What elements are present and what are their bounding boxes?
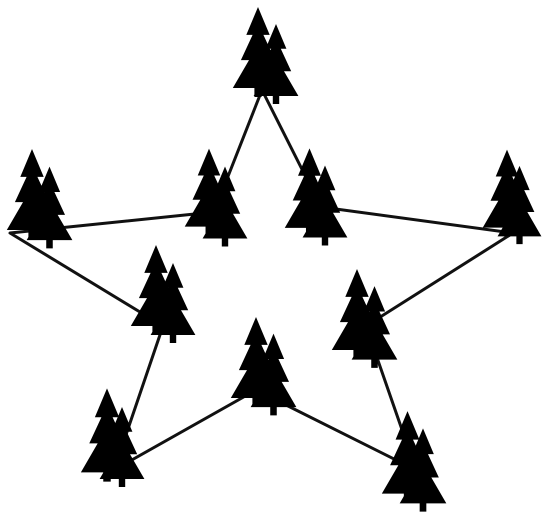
tree-cluster-bottom-left-point [81, 388, 145, 487]
tree-clusters [7, 7, 542, 512]
tree-cluster-bottom-right-point [382, 411, 446, 512]
tree-cluster-upper-right-inner [285, 148, 348, 245]
tree-cluster-lower-right-inner [332, 269, 398, 368]
tree-cluster-top-point [233, 7, 299, 104]
star-edge-lines [10, 90, 513, 470]
star-outline [10, 90, 513, 470]
tree-cluster-bottom-inner [231, 317, 297, 415]
tree-cluster-upper-left-inner [185, 149, 248, 247]
tree-cluster-lower-left-inner [131, 245, 196, 343]
